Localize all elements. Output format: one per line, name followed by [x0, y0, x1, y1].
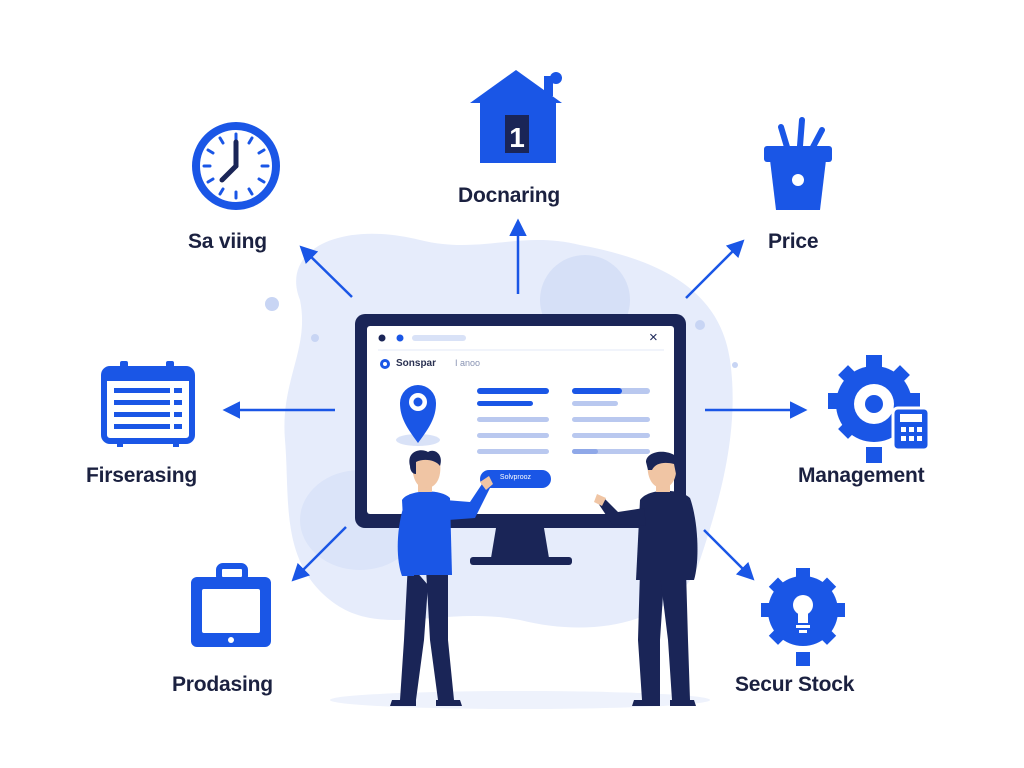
arrow-to-saving: [299, 245, 353, 298]
brand-logo-icon: [380, 359, 390, 369]
browser-titlebar: [378, 334, 664, 351]
content-lines: [477, 388, 650, 454]
node-label-price: Price: [768, 230, 819, 253]
arrow-to-price: [685, 239, 745, 299]
person-left: [390, 450, 493, 706]
screen-action-button-label: Solvprooz: [499, 474, 532, 481]
svg-text:1: 1: [509, 122, 525, 153]
connector-arrows: [222, 218, 808, 582]
person-right: [594, 451, 698, 706]
cup-icon: [764, 117, 832, 210]
screen-tab-text: I anoo: [455, 358, 481, 368]
node-label-firserasing: Firserasing: [86, 464, 198, 487]
screen-action-button[interactable]: [480, 470, 551, 488]
node-label-management: Management: [798, 464, 925, 487]
calendar-icon: [101, 361, 195, 447]
node-label-secur-stock: Secur Stock: [735, 673, 855, 696]
arrow-to-secur-stock: [703, 529, 755, 581]
gear-calculator-icon: [828, 355, 931, 463]
map-pin-icon: [396, 385, 440, 446]
house-icon: 1: [470, 70, 562, 163]
briefcase-icon: [191, 563, 271, 647]
clock-icon: [192, 122, 280, 210]
gear-bulb-icon: [761, 568, 845, 666]
node-label-prodasing: Prodasing: [172, 673, 273, 696]
arrow-to-prodasing: [291, 526, 347, 582]
node-label-docnaring: Docnaring: [458, 184, 561, 207]
node-label-saving: Sa viing: [188, 230, 267, 253]
close-icon[interactable]: ×: [649, 329, 658, 346]
screen-brand-name: Sonspar: [396, 358, 437, 369]
